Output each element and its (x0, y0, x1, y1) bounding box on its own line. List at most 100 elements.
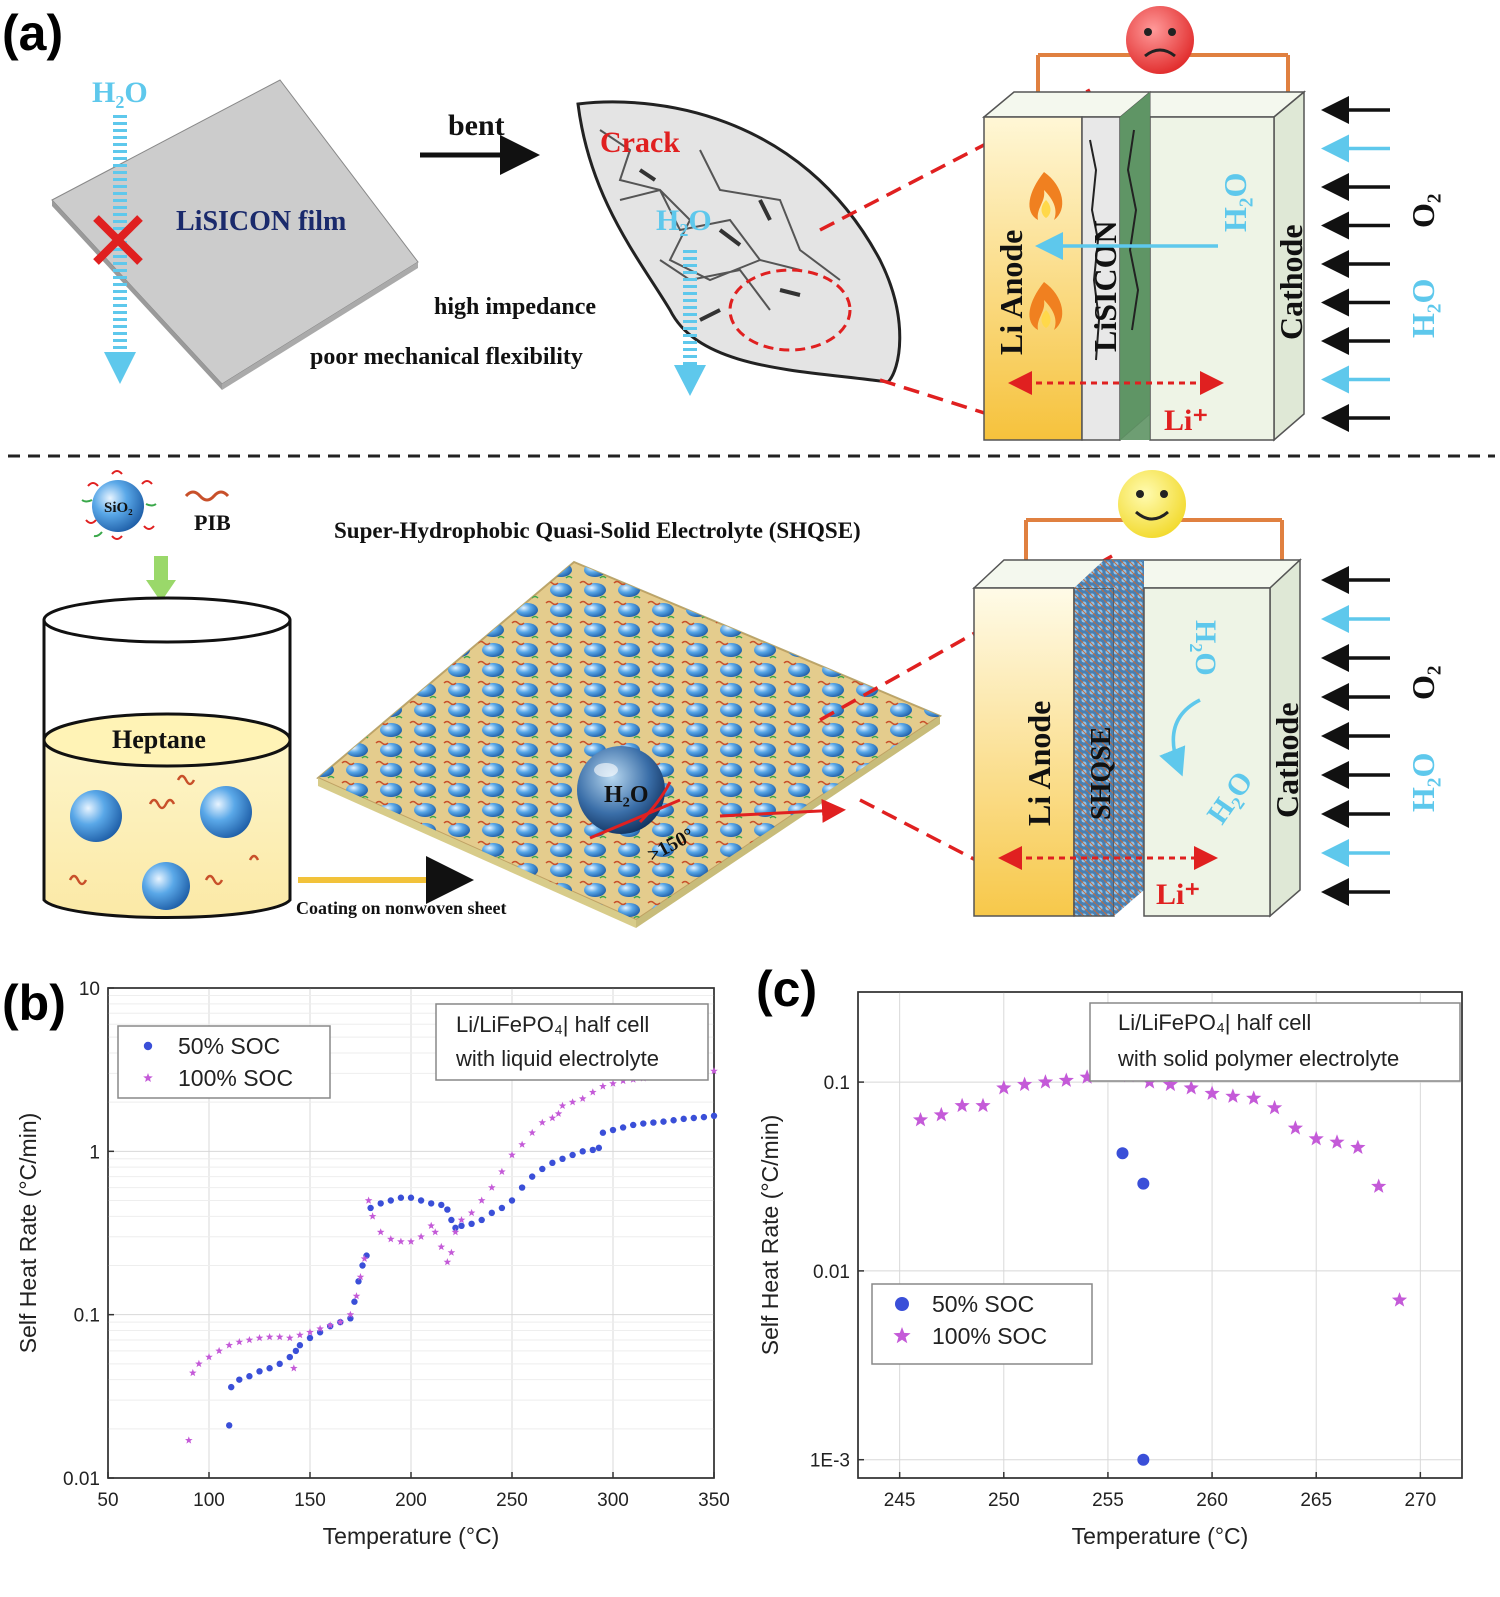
data-point-50-soc (518, 1184, 526, 1191)
shqse-surface (316, 560, 943, 928)
gas-arrows-bottom (1321, 566, 1390, 906)
data-point-50-soc (1116, 1147, 1129, 1160)
happy-face-icon (1118, 470, 1186, 538)
data-point-100-soc (431, 1228, 439, 1236)
data-point-100-soc (189, 1368, 197, 1377)
pib-chain-icon (184, 490, 230, 502)
data-point-100-soc (417, 1232, 425, 1240)
data-point-100-soc (296, 1331, 304, 1339)
data-point-50-soc (417, 1197, 425, 1204)
x-tick-label: 350 (698, 1490, 730, 1511)
gas-arrows-top (1321, 96, 1390, 432)
data-point-100-soc (528, 1128, 536, 1136)
heptane-label: Heptane (112, 725, 206, 754)
data-point-50-soc (640, 1120, 647, 1127)
data-point-100-soc (225, 1341, 233, 1349)
h2o-drop-label: H₂O (604, 782, 649, 808)
sio2-label: SiO₂ (104, 500, 133, 516)
data-point-50-soc (710, 1112, 718, 1120)
h2o-in-label: H₂O (1189, 620, 1222, 676)
data-point-100-soc (457, 1216, 466, 1224)
chart-b-annotation-line1: Li/LiFePO₄| half cell (456, 1012, 649, 1037)
data-point-100-soc (1058, 1072, 1074, 1087)
data-point-100-soc (316, 1324, 324, 1332)
data-point-50-soc (236, 1376, 243, 1383)
y-tick-label: 0.1 (824, 1073, 850, 1094)
x-tick-label: 50 (97, 1490, 118, 1511)
beaker (42, 596, 292, 919)
h2o-leak-arrow (674, 250, 706, 396)
chart-b-annotation-line2: with liquid electrolyte (455, 1046, 659, 1071)
chart-c-annotation-line2: with solid polymer electrolyte (1117, 1046, 1399, 1071)
legend-marker (895, 1297, 909, 1311)
data-point-50-soc (468, 1220, 475, 1228)
data-point-50-soc (276, 1360, 283, 1368)
data-point-50-soc (660, 1118, 667, 1125)
y-tick-label: 1 (89, 1142, 100, 1163)
data-point-50-soc (680, 1115, 687, 1123)
data-point-50-soc (478, 1216, 485, 1224)
data-point-50-soc (1137, 1453, 1150, 1466)
coating-label: Coating on nonwoven sheet (296, 898, 507, 918)
h2o-label-crack: H₂O (656, 204, 712, 237)
shqse-title: Super-Hydrophobic Quasi-Solid Electrolyt… (334, 518, 861, 543)
data-point-100-soc (975, 1097, 991, 1113)
data-point-100-soc (443, 1258, 452, 1266)
sio2-particle (81, 470, 157, 540)
chart-c-annotation-line1: Li/LiFePO₄| half cell (1118, 1010, 1311, 1035)
data-point-100-soc (488, 1183, 496, 1191)
data-point-100-soc (1246, 1090, 1262, 1105)
data-point-50-soc (286, 1353, 293, 1361)
data-point-100-soc (548, 1114, 557, 1122)
data-point-50-soc (452, 1224, 459, 1232)
data-point-100-soc (352, 1292, 361, 1300)
x-tick-label: 150 (294, 1490, 326, 1511)
legend-marker (143, 1073, 153, 1082)
x-tick-label: 300 (597, 1490, 629, 1511)
data-point-50-soc (256, 1368, 263, 1375)
x-tick-label: 100 (193, 1490, 225, 1511)
data-point-100-soc (364, 1196, 373, 1204)
o2-label-top: O₂ (1405, 194, 1441, 228)
data-point-100-soc (710, 1067, 718, 1075)
add-arrow (146, 556, 176, 602)
data-point-50-soc (458, 1222, 465, 1230)
y-tick-label: 0.1 (74, 1306, 100, 1327)
data-point-50-soc (700, 1113, 708, 1121)
legend-marker (143, 1041, 153, 1051)
data-point-100-soc (498, 1167, 506, 1175)
data-point-100-soc (1204, 1085, 1220, 1100)
data-point-100-soc (397, 1237, 405, 1245)
data-point-100-soc (306, 1328, 314, 1336)
data-point-100-soc (360, 1254, 369, 1262)
data-point-100-soc (1079, 1069, 1095, 1084)
data-point-100-soc (195, 1359, 203, 1368)
data-point-100-soc (1371, 1178, 1387, 1193)
data-point-100-soc (538, 1118, 547, 1126)
data-point-100-soc (508, 1151, 516, 1159)
data-point-100-soc (1350, 1139, 1366, 1154)
data-point-50-soc (539, 1165, 546, 1173)
bent-label: bent (448, 109, 505, 142)
y-tick-label: 0.01 (813, 1262, 850, 1283)
data-point-100-soc (437, 1242, 446, 1251)
data-point-100-soc (235, 1338, 244, 1346)
data-point-100-soc (477, 1196, 486, 1204)
shqse-label: SHQSE (1086, 727, 1117, 820)
data-point-50-soc (1137, 1177, 1150, 1190)
x-axis-label: Temperature (°C) (1072, 1523, 1249, 1549)
pib-label: PIB (194, 510, 231, 535)
cathode-label-bottom: Cathode (1269, 702, 1305, 818)
data-point-100-soc (387, 1235, 395, 1243)
chart-b-annotation: Li/LiFePO₄| half cell with liquid electr… (435, 1003, 709, 1081)
cathode-block (1149, 116, 1275, 441)
data-point-100-soc (1329, 1134, 1345, 1149)
legend-label: 50% SOC (932, 1291, 1034, 1317)
data-point-50-soc (306, 1334, 314, 1342)
li-ion-label-bottom: Li⁺ (1156, 878, 1200, 911)
li-ion-label-top: Li⁺ (1164, 404, 1208, 437)
legend-label: 100% SOC (178, 1065, 293, 1091)
data-point-50-soc (397, 1194, 405, 1201)
data-point-100-soc (368, 1212, 377, 1220)
data-point-100-soc (326, 1321, 334, 1329)
